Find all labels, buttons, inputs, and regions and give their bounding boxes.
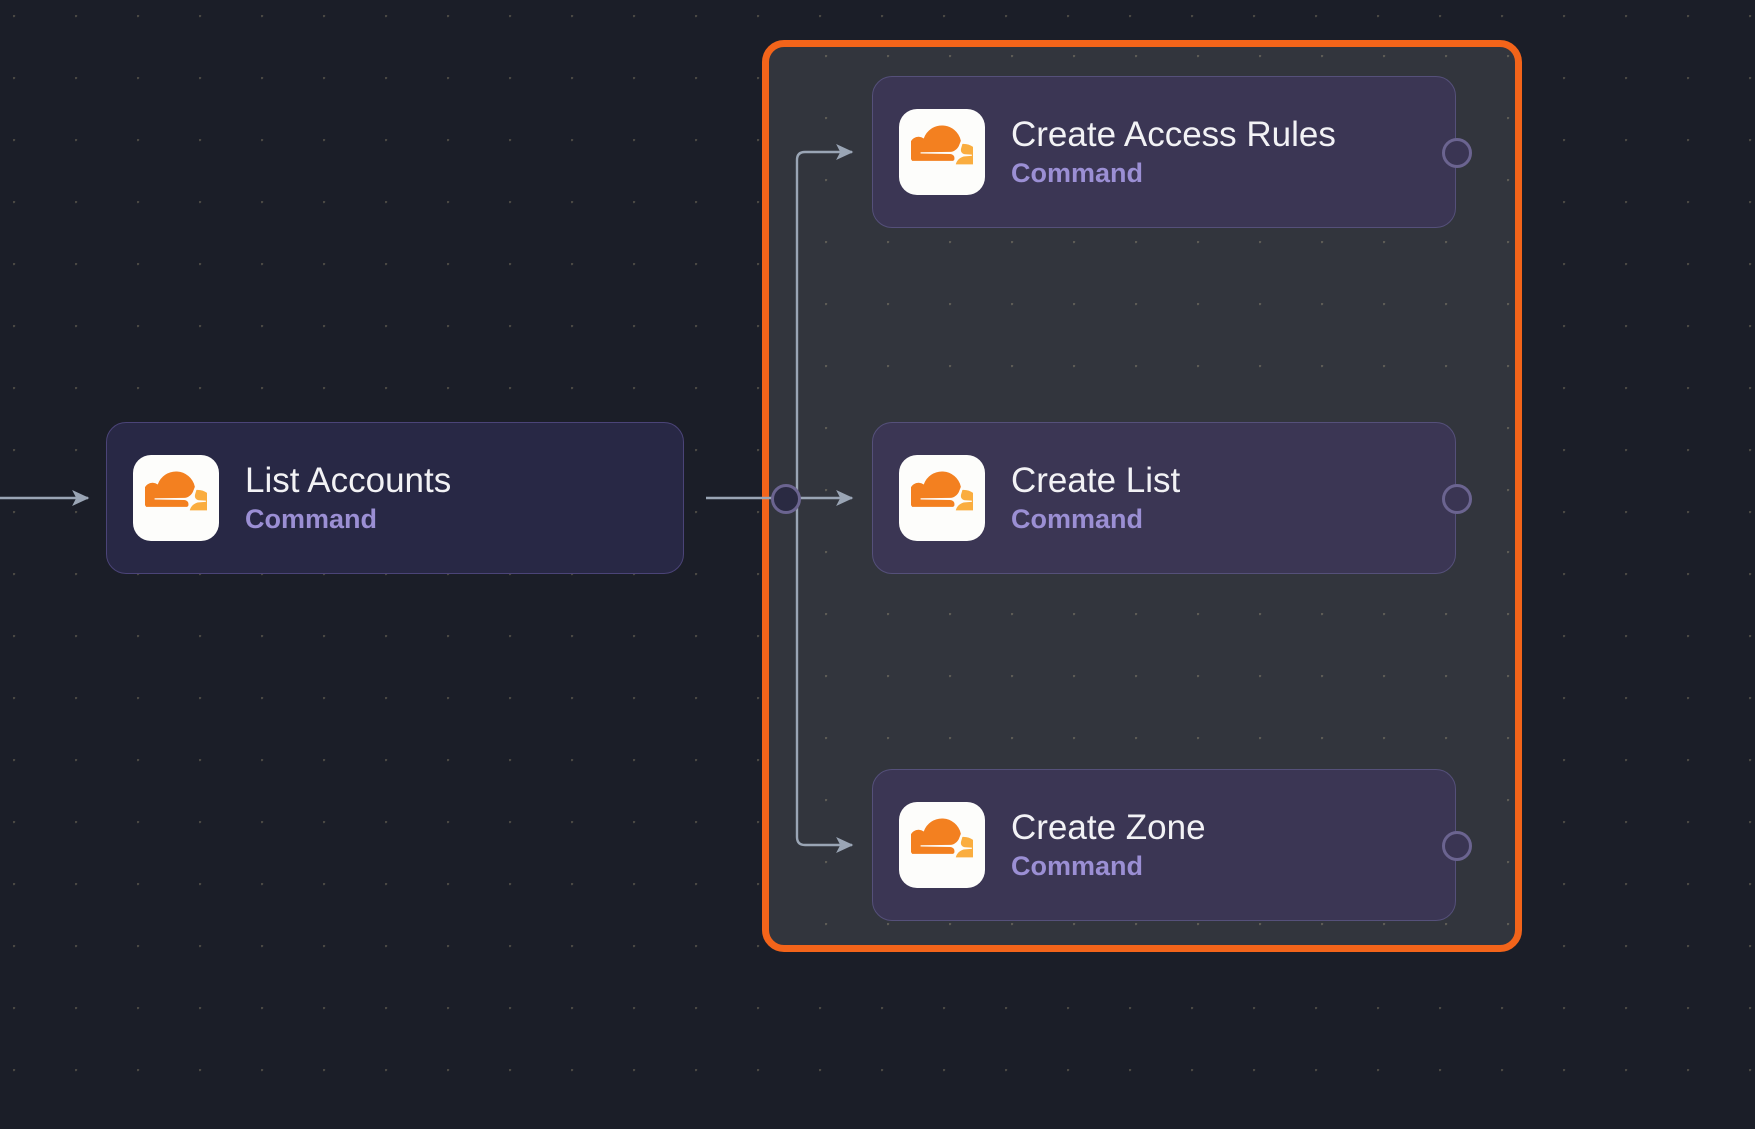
node-text: Create Zone Command <box>1011 807 1206 882</box>
cloudflare-icon <box>899 455 985 541</box>
node-subtitle: Command <box>245 504 378 535</box>
node-subtitle: Command <box>1011 504 1144 535</box>
node-text: List Accounts Command <box>245 460 452 535</box>
node-list-accounts[interactable]: List Accounts Command <box>106 422 801 574</box>
node-title: Create Access Rules <box>1011 114 1336 154</box>
cloudflare-icon <box>899 802 985 888</box>
output-port[interactable] <box>1442 138 1472 168</box>
node-create-list[interactable]: Create List Command <box>872 422 1472 574</box>
node-subtitle: Command <box>1011 851 1144 882</box>
node-text: Create List Command <box>1011 460 1181 535</box>
node-title: Create Zone <box>1011 807 1206 847</box>
output-port[interactable] <box>1442 484 1472 514</box>
node-subtitle: Command <box>1011 158 1144 189</box>
output-port[interactable] <box>771 484 801 514</box>
node-create-access-rules[interactable]: Create Access Rules Command <box>872 76 1472 228</box>
cloudflare-icon <box>133 455 219 541</box>
output-port[interactable] <box>1442 831 1472 861</box>
node-title: List Accounts <box>245 460 452 500</box>
node-create-zone[interactable]: Create Zone Command <box>872 769 1472 921</box>
node-title: Create List <box>1011 460 1181 500</box>
node-text: Create Access Rules Command <box>1011 114 1336 189</box>
cloudflare-icon <box>899 109 985 195</box>
